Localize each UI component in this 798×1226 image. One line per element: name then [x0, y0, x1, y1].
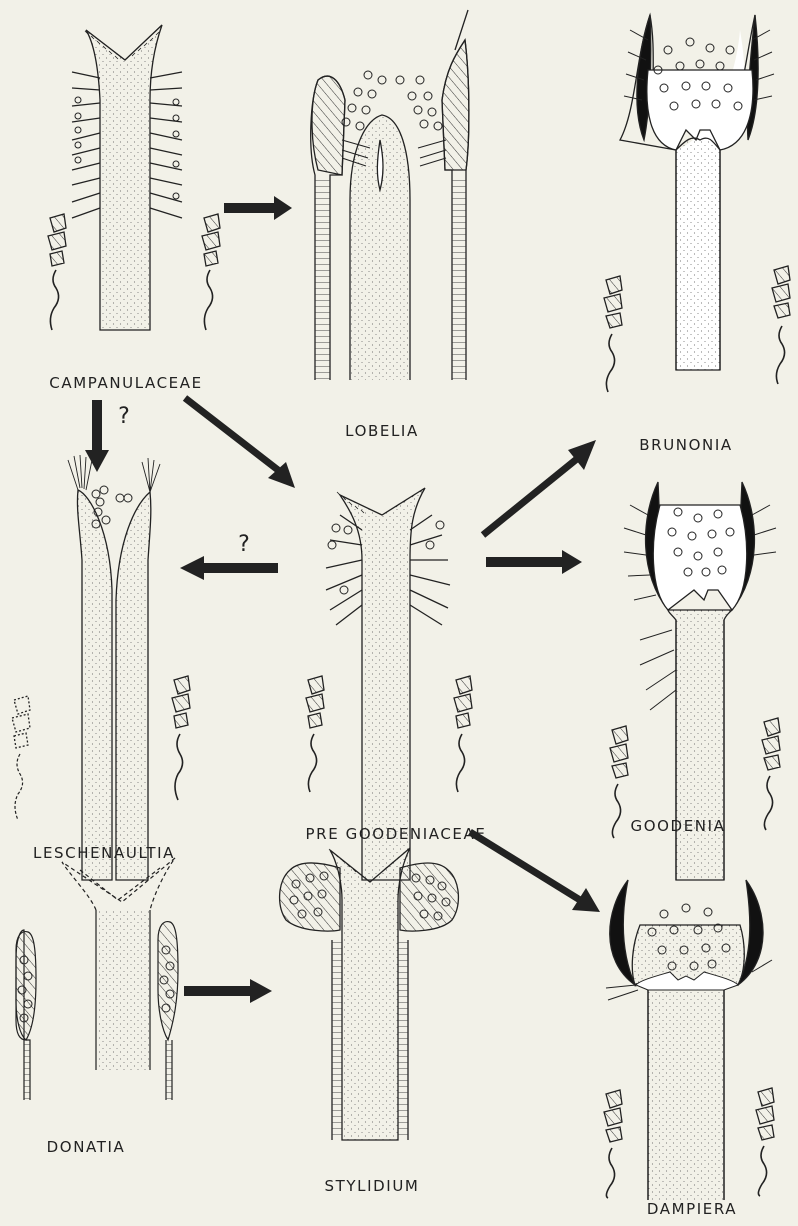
arrow-pre-goodeniaceae-to-leschenaultia — [180, 556, 278, 580]
donatia-style — [16, 858, 178, 1100]
label-brunonia: BRUNONIA — [639, 436, 732, 454]
arrow-campanulaceae-to-pre-goodeniaceae — [185, 398, 295, 488]
label-leschenaultia: LESCHENAULTIA — [33, 844, 175, 862]
arrow-campanulaceae-to-lobelia — [224, 196, 292, 220]
question-mark-campanulaceae-to-leschenaultia: ? — [118, 404, 130, 429]
label-stylidium: STYLIDIUM — [325, 1177, 420, 1195]
arrow-pre-goodeniaceae-to-dampiera — [470, 832, 600, 912]
leschenaultia-style — [12, 455, 190, 880]
arrow-campanulaceae-to-leschenaultia — [85, 400, 109, 472]
campanulaceae-style — [48, 25, 220, 330]
pre-goodeniaceae-style — [306, 488, 472, 880]
label-lobelia: LOBELIA — [345, 422, 419, 440]
arrow-pre-goodeniaceae-to-goodenia — [486, 550, 582, 574]
label-goodenia: GOODENIA — [631, 817, 726, 835]
arrow-donatia-to-stylidium — [184, 979, 272, 1003]
brunonia-style — [604, 15, 790, 392]
label-dampiera: DAMPIERA — [647, 1200, 737, 1218]
label-pre-goodeniaceae: PRE GOODENIACEAE — [306, 825, 487, 843]
dampiera-style — [604, 880, 774, 1200]
stylidium-style — [280, 848, 459, 1140]
label-campanulaceae: CAMPANULACEAE — [49, 374, 202, 392]
question-mark-pre-goodeniaceae-to-leschenaultia: ? — [238, 532, 250, 557]
arrow-pre-goodeniaceae-to-brunonia — [483, 440, 596, 535]
label-donatia: DONATIA — [47, 1138, 126, 1156]
lobelia-style — [311, 10, 469, 380]
